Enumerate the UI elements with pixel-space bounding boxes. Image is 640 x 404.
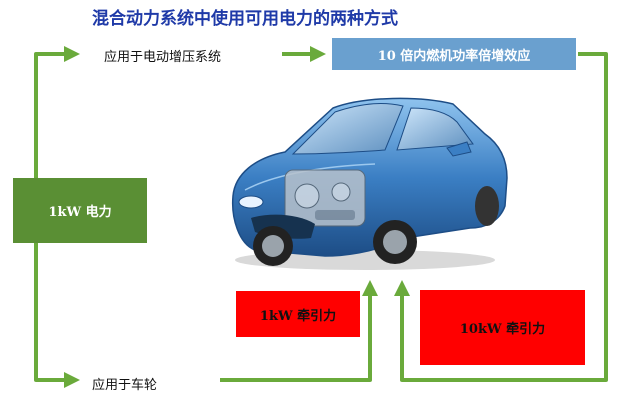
engine-icon	[284, 169, 366, 227]
power-box: 1kW 电力	[13, 178, 147, 243]
car-shadow	[235, 250, 495, 270]
arrow-effect-to-10kw	[394, 52, 608, 382]
arrow-power-to-wheels	[34, 243, 80, 388]
page-title: 混合动力系统中使用可用电力的两种方式	[92, 9, 398, 29]
front-wheel-icon	[253, 226, 293, 266]
arrow-power-to-booster	[34, 46, 80, 178]
traction-1kw-box: 1kW 牵引力	[236, 291, 360, 337]
car-side-window	[396, 107, 474, 151]
booster-label: 应用于电动增压系统	[104, 50, 222, 65]
effect-box: 10 倍内燃机功率倍增效应	[332, 38, 576, 70]
far-rear-wheel-icon	[475, 186, 499, 226]
hybrid-car-cutaway-icon	[231, 97, 508, 270]
headlight-icon	[238, 195, 264, 209]
traction-10kw-box: 10kW 牵引力	[420, 290, 585, 365]
car-windshield	[291, 103, 404, 155]
rear-wheel-icon	[373, 220, 417, 264]
arrow-wheels-to-1kw	[220, 280, 378, 382]
wheels-label: 应用于车轮	[92, 378, 158, 393]
side-mirror-icon	[446, 141, 472, 157]
